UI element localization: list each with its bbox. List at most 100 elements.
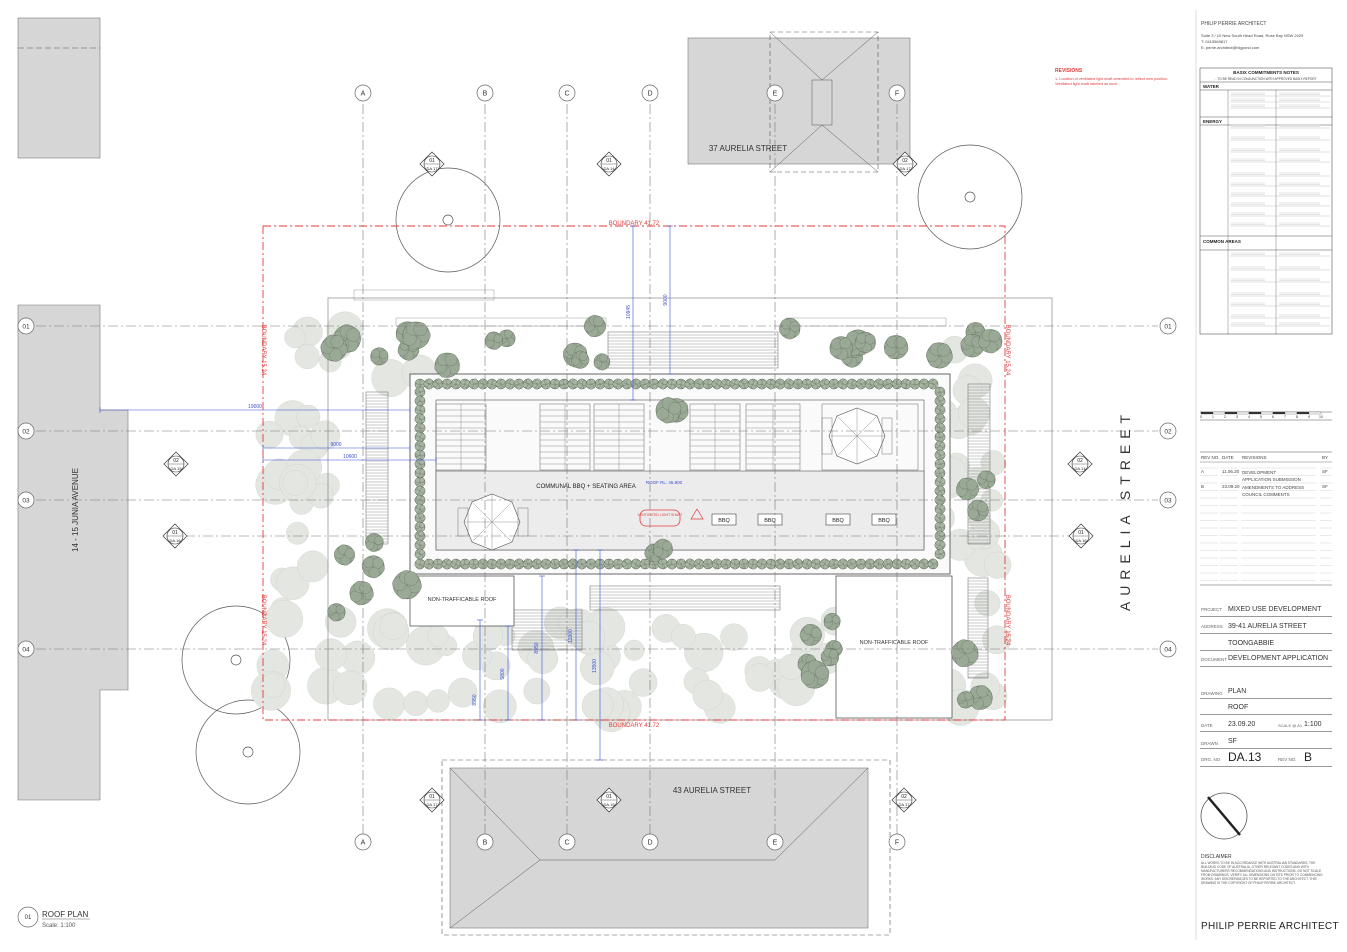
address-line2: TOONGABBIE	[1228, 640, 1275, 647]
grid-bubble-row	[17, 422, 35, 440]
scale-bar-tick: 10	[1319, 415, 1323, 419]
drawing-label: DRAWING	[1201, 691, 1223, 696]
grid-col-label: C	[564, 840, 569, 847]
rev-b-date: 23.09.20	[1222, 484, 1240, 489]
scale-label: SCALE @ A1	[1278, 723, 1303, 728]
dimension-label: 13500	[592, 659, 598, 673]
basix-water: WATER	[1203, 84, 1220, 89]
grid-bubble-col	[354, 833, 372, 851]
svg-text:01: 01	[172, 530, 178, 536]
boundary-west-label-1: BOUNDARY 15.24	[260, 325, 266, 376]
svg-text:01: 01	[1078, 530, 1084, 536]
address-line1: 39-41 AURELIA STREET	[1228, 623, 1307, 630]
planter-hedges	[414, 378, 946, 570]
grid-col-label: D	[647, 840, 652, 847]
svg-text:01: 01	[606, 794, 612, 800]
dimension-label: 19000	[248, 404, 262, 410]
north-arrow	[1200, 792, 1248, 840]
dimension-label: 9000	[663, 294, 669, 305]
office-address: Suite 3 / 10 New South Head Road, Rose B…	[1201, 33, 1304, 38]
bbq-label: BBQ	[764, 518, 776, 524]
revisions-note: 1. Location of ventilated light shaft am…	[1055, 77, 1169, 86]
scale-value: 1:100	[1304, 721, 1322, 728]
neighbour-building-top-left	[17, 17, 101, 159]
label-non-trafficable-west: NON-TRAFFICABLE ROOF	[428, 597, 497, 603]
drawn-label: DRAWN	[1201, 741, 1218, 746]
scale-bar-tick: 6	[1272, 415, 1274, 419]
rev-a-no: A	[1201, 469, 1205, 474]
scale-bar-tick: 5	[1260, 415, 1262, 419]
street-label-north: 37 AURELIA STREET	[709, 144, 787, 153]
rev-header-date: DATE	[1222, 455, 1234, 460]
grid-bubble-row	[1159, 640, 1177, 658]
document-label: DOCUMENT	[1201, 657, 1227, 662]
basix-table	[1199, 67, 1333, 335]
svg-text:DA.15: DA.15	[603, 802, 615, 807]
svg-text:02: 02	[1077, 458, 1083, 464]
dimension-label: 5800	[500, 668, 506, 679]
grid-bubble-col	[641, 84, 659, 102]
grid-row-label: 03	[22, 498, 30, 505]
non-trafficable-roof-west	[409, 575, 515, 627]
basix-energy: ENERGY	[1203, 119, 1222, 124]
grid-col-label: F	[895, 840, 899, 847]
grid-col-label: B	[483, 91, 488, 98]
label-non-trafficable-east: NON-TRAFFICABLE ROOF	[860, 640, 929, 646]
neighbour-building-south	[449, 767, 869, 929]
rev-header-no: REV NO.	[1201, 455, 1220, 460]
rev-a-text: DEVELOPMENT APPLICATION SUBMISSION	[1242, 470, 1301, 482]
svg-text:DA.14: DA.14	[1074, 466, 1086, 471]
basix-common: COMMON AREAS	[1203, 239, 1241, 244]
bbq-label: BBQ	[878, 518, 890, 524]
street-label-east: AURELIA STREET	[1117, 409, 1133, 611]
scale-bar-tick: 9	[1308, 415, 1310, 419]
grid-bubble-row	[1159, 317, 1177, 335]
grid-row-label: 03	[1164, 498, 1172, 505]
non-trafficable-roof-east	[835, 575, 953, 719]
grid-col-label: A	[361, 840, 366, 847]
grid-col-label: F	[895, 91, 899, 98]
document-value: DEVELOPMENT APPLICATION	[1228, 655, 1329, 662]
grid-row-label: 02	[22, 429, 30, 436]
rev-header-by: BY	[1322, 455, 1329, 460]
grid-col-label: A	[361, 91, 366, 98]
grid-bubble-row	[17, 640, 35, 658]
svg-text:DA.14: DA.14	[603, 166, 615, 171]
scale-bar-tick: 0	[1200, 415, 1202, 419]
grid-col-label: E	[773, 840, 778, 847]
bbq-unit	[871, 513, 897, 526]
svg-text:DA.17: DA.17	[899, 166, 911, 171]
drawing-scale: Scale: 1:100	[42, 923, 76, 929]
svg-text:DA.16: DA.16	[169, 538, 181, 543]
office-email: E: perrie.architect@bigpond.com	[1201, 45, 1260, 50]
dimension-label: 10600	[343, 454, 357, 460]
dimension-label: 10945	[626, 305, 632, 319]
dimension-label: 8950	[534, 642, 540, 653]
label-roof-rl: ROOF RL: 46.800	[646, 480, 683, 485]
grid-bubble-col	[888, 833, 906, 851]
grid-row-label: 04	[1164, 647, 1172, 654]
landscape-trees	[320, 314, 1003, 710]
neighbour-building-west	[17, 304, 129, 801]
grid-bubble-row	[17, 491, 35, 509]
rev-a-date: 11.06.20	[1222, 469, 1240, 474]
basix-subtitle: - TO BE READ IN CONJUNCTION WITH APPROVE…	[1215, 77, 1316, 81]
drawing-number: 01	[25, 915, 32, 921]
grid-bubble-col	[888, 84, 906, 102]
dimension-lines: 1900090001060010945900089505800895011900…	[99, 225, 673, 761]
landscape-underlay	[251, 311, 1012, 732]
street-label-south: 43 AURELIA STREET	[673, 786, 751, 795]
label-communal: COMMUNAL BBQ + SEATING AREA	[536, 484, 636, 490]
grid-col-label: C	[564, 91, 569, 98]
disclaimer-heading: DISCLAIMER	[1201, 854, 1232, 860]
footer-office-name: PHILIP PERRIE ARCHITECT	[1201, 921, 1339, 932]
scale-bar-tick: 2	[1224, 415, 1226, 419]
scale-bar-tick: 7	[1284, 415, 1286, 419]
